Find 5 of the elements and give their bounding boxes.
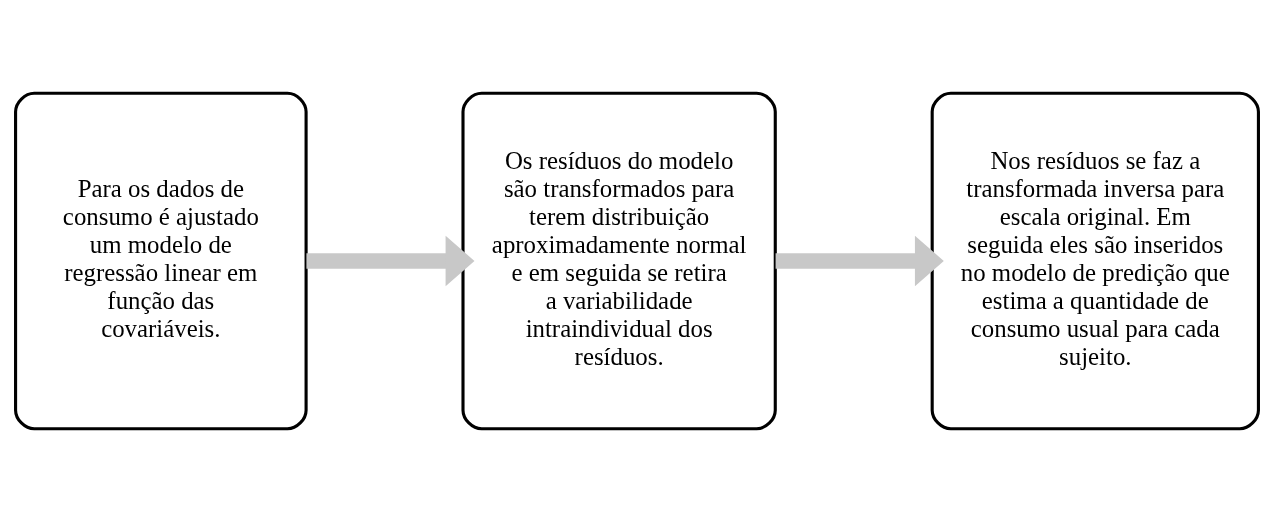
node-box: Nos resíduos se faz a transformada inversa para escala original. Em seguida eles são inseridos no modelo de predição que estima a quantidade de consumo usual para cada sujeito. [930, 91, 1260, 431]
node-box: Os resíduos do modelo são transformados para terem distribuição aproximadamente normal e em seguida se retira a variabilidade intraindividual dos resíduos. [461, 91, 777, 431]
node-box: Para os dados de consumo é ajustado um modelo de regressão linear em função das covariáveis. [14, 91, 308, 431]
arrow [775, 235, 944, 287]
arrow [306, 235, 475, 287]
